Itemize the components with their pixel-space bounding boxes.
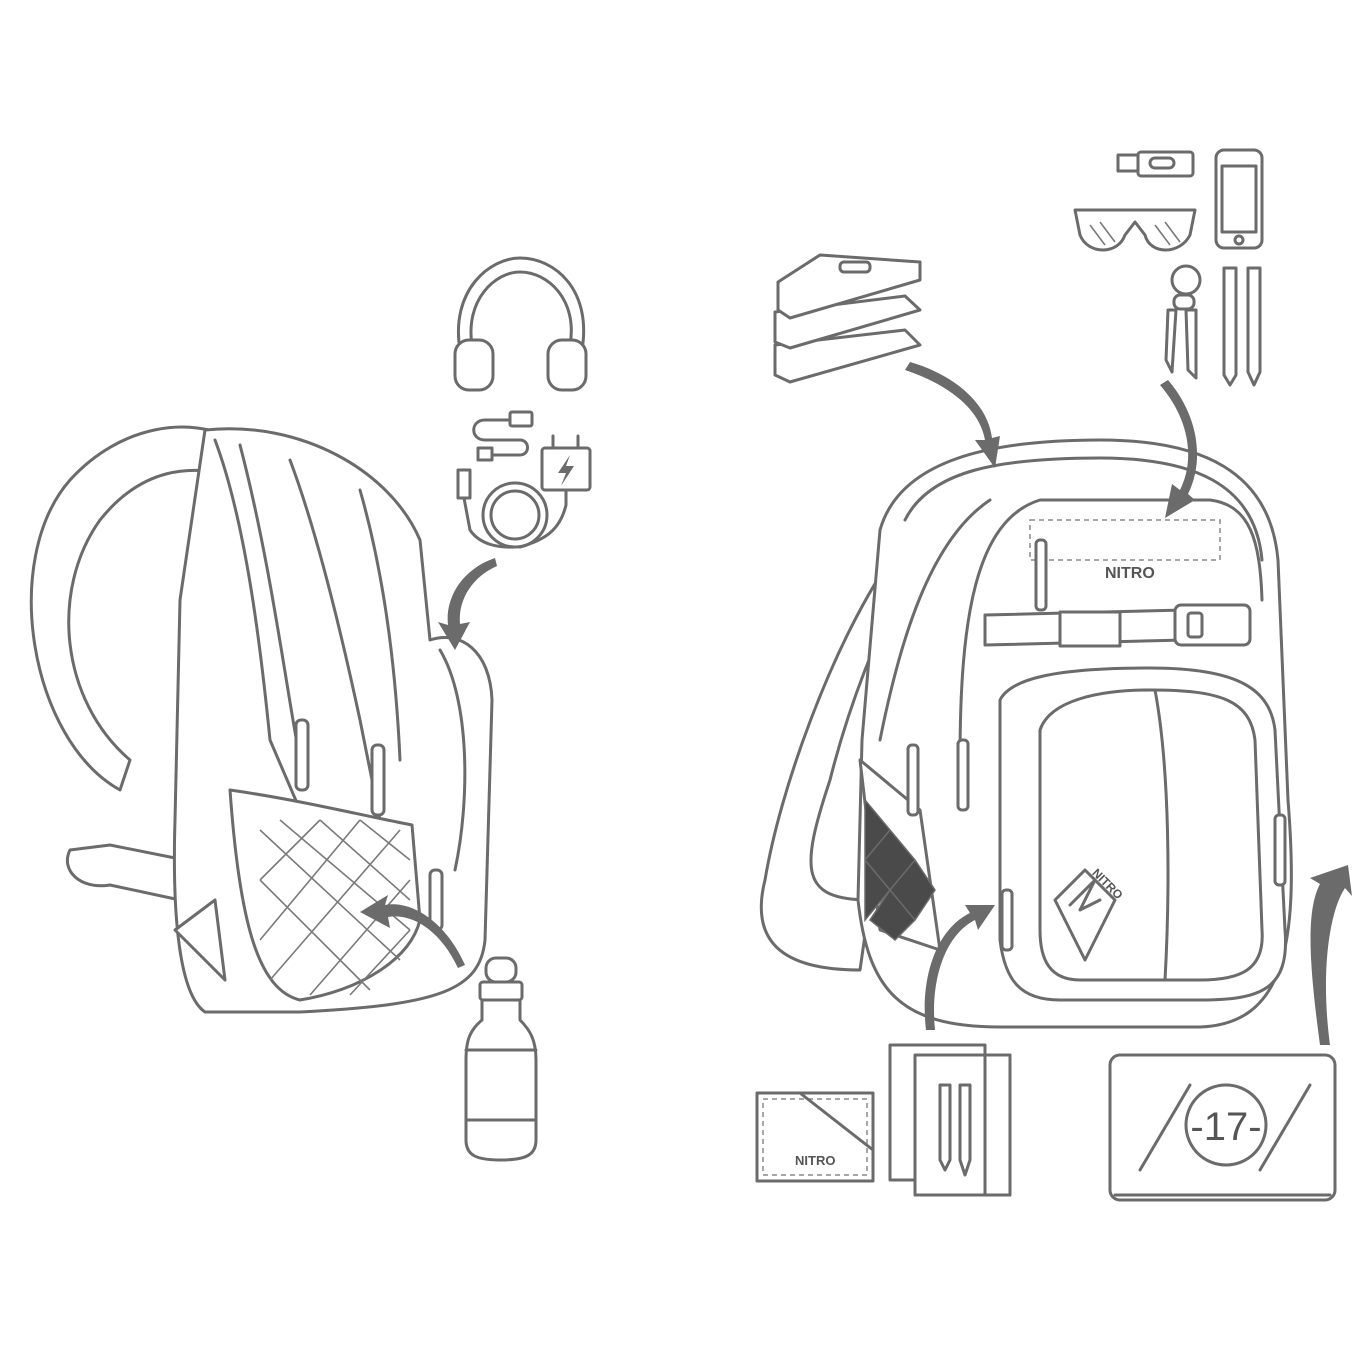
laptop-icon: -17-	[1108, 1053, 1337, 1202]
left-backpack	[29, 425, 494, 1014]
notebook-icon	[888, 1043, 1012, 1197]
right-backpack: NITRO NITRO	[759, 438, 1293, 1029]
laptop-sticker: -17-	[1190, 1105, 1261, 1149]
arrow-icon	[924, 905, 995, 1030]
wallet-icon: NITRO	[755, 1091, 875, 1183]
books-icon	[773, 253, 922, 384]
keys-icon	[1164, 264, 1202, 380]
usb-stick-icon	[1116, 150, 1195, 178]
pens-icon	[1222, 266, 1262, 387]
arrow-icon	[360, 895, 465, 968]
wallet-logo: NITRO	[795, 1153, 835, 1168]
smartphone-icon	[1214, 148, 1264, 250]
sunglasses-icon	[1073, 208, 1197, 252]
water-bottle-icon	[464, 956, 538, 1162]
headphones-icon	[453, 256, 588, 392]
arrow-icon	[1310, 865, 1352, 1045]
arrow-icon	[1160, 380, 1198, 518]
power-adapter-icon	[518, 434, 592, 549]
charging-cable-icon	[456, 410, 549, 549]
arrow-icon	[905, 362, 1000, 468]
arrow-icon	[438, 558, 497, 650]
backpack-logo: NITRO	[1105, 565, 1155, 582]
